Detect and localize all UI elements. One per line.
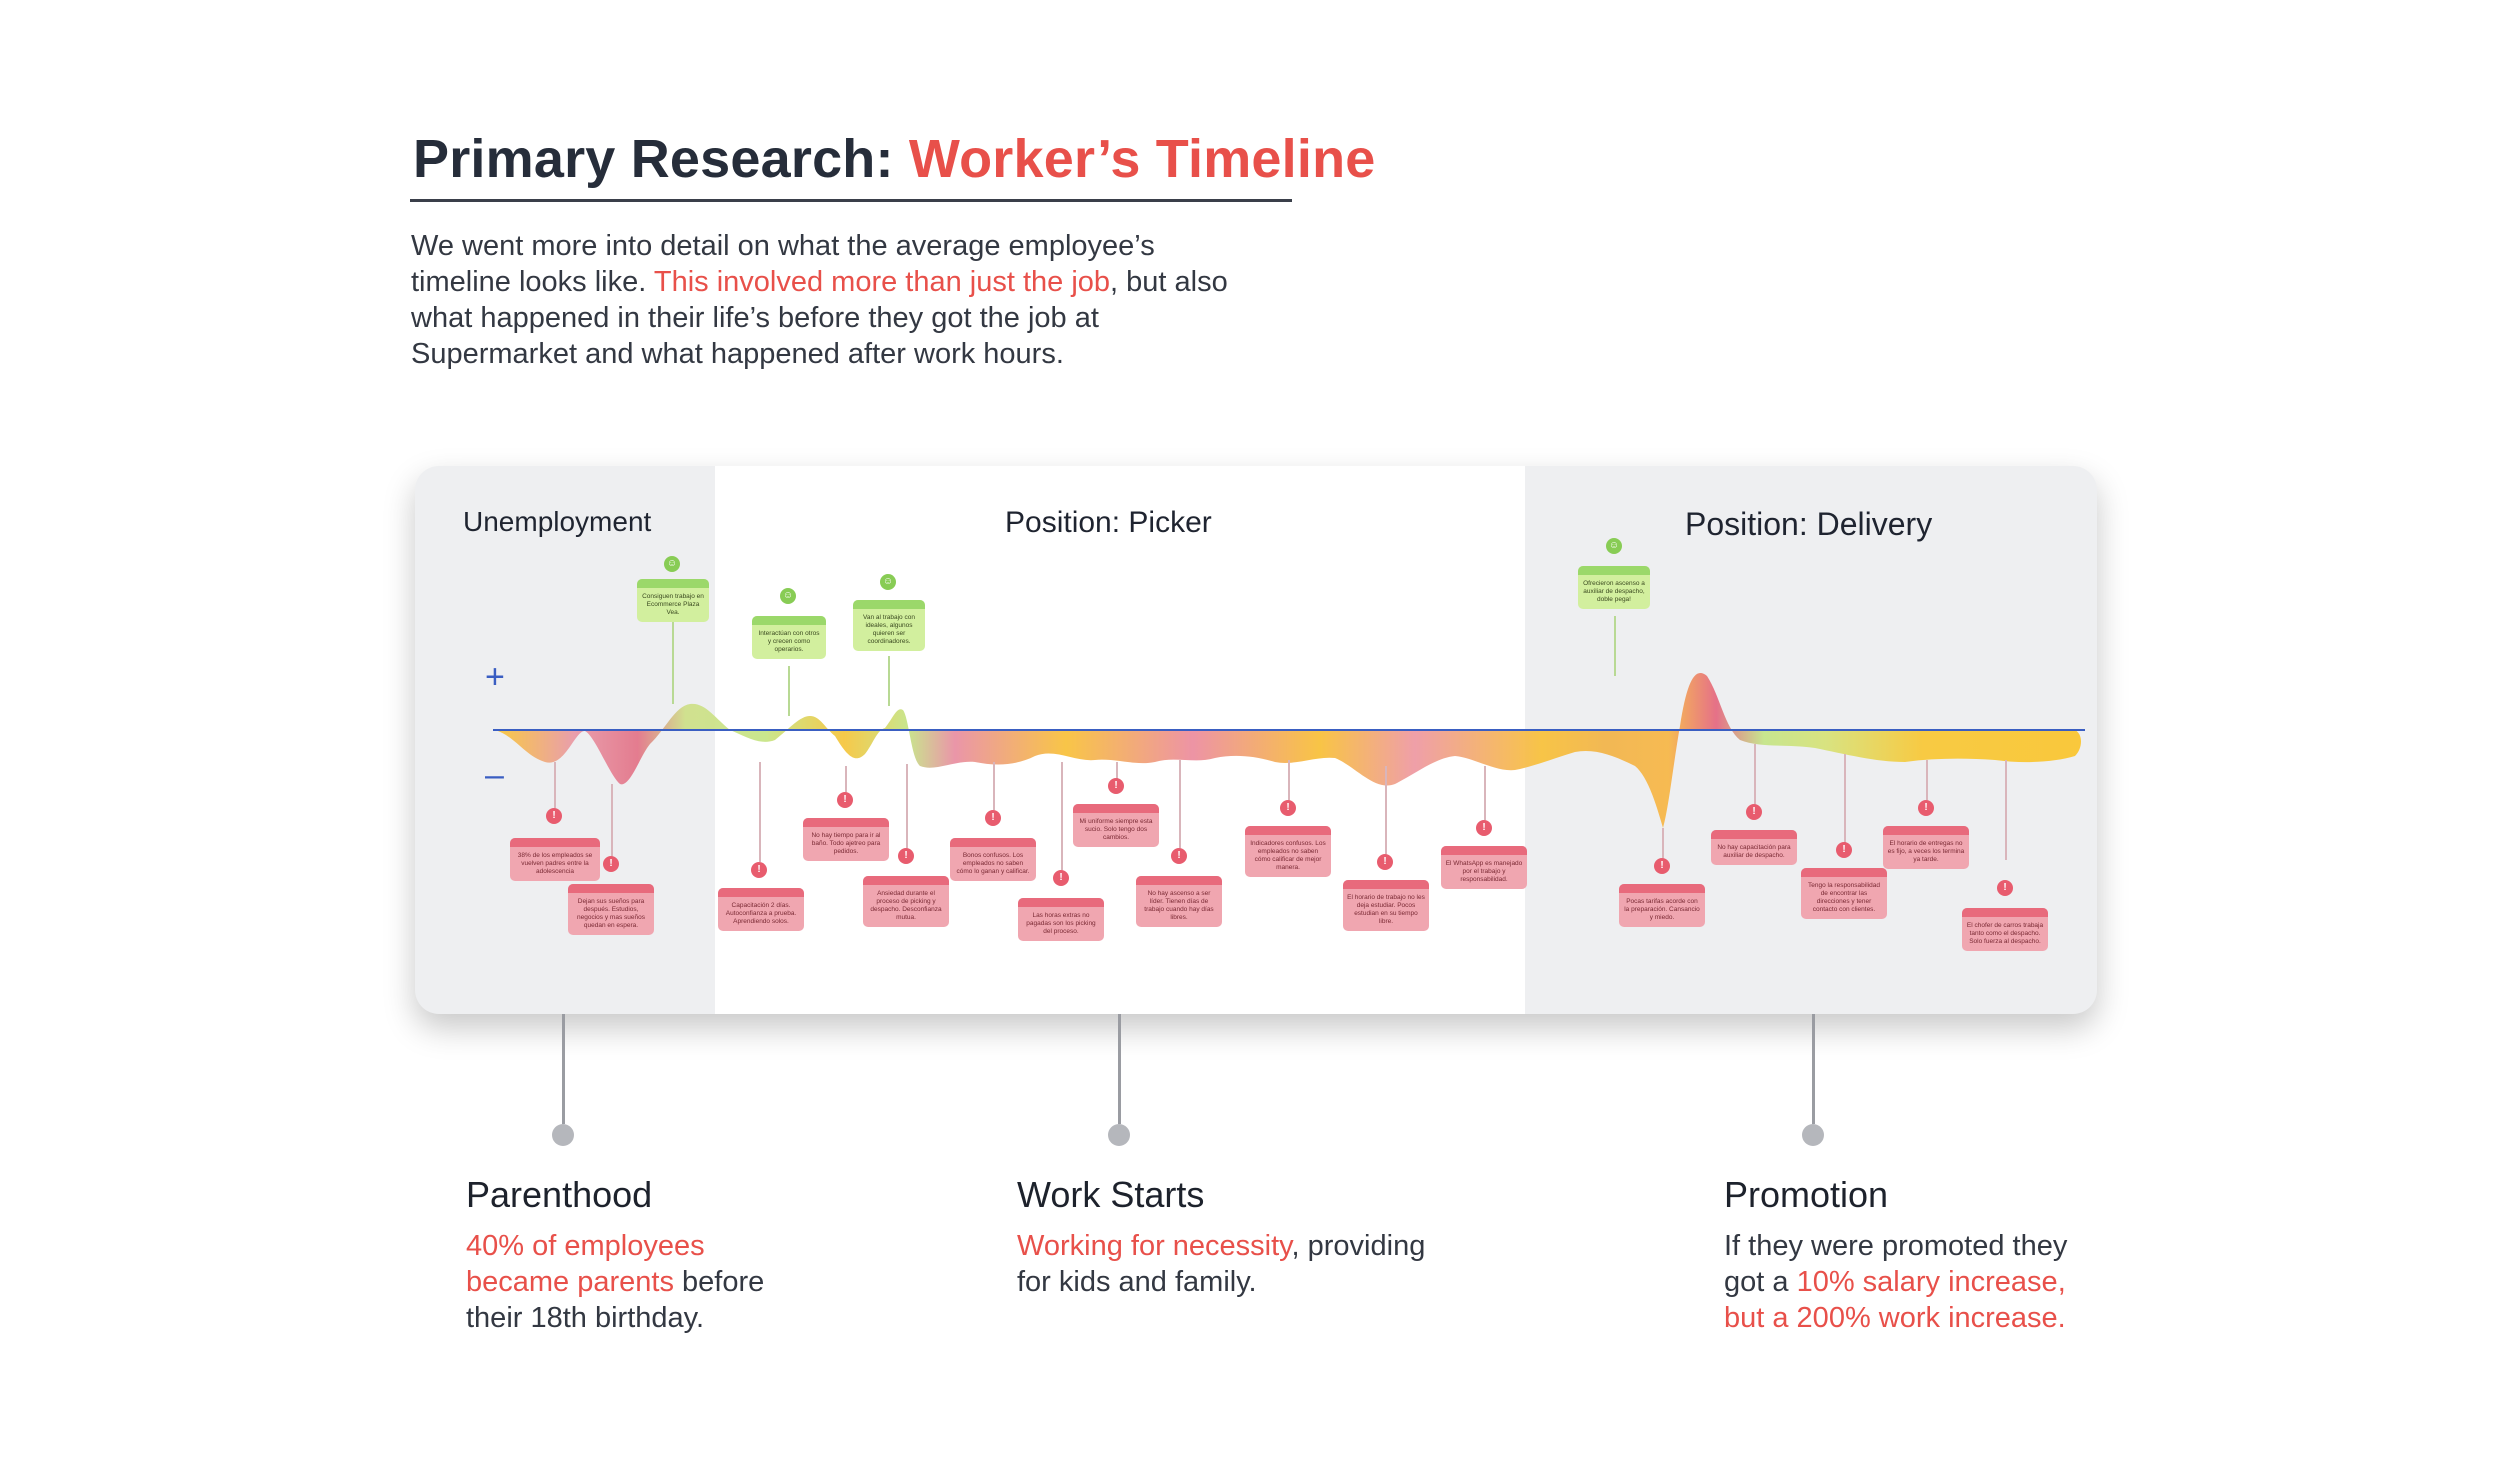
alert-icon: ! xyxy=(1654,858,1670,874)
negative-note: Las horas extras no pagadas son los pick… xyxy=(1018,898,1104,941)
negative-note: El chofer de carros trabaja tanto como e… xyxy=(1962,908,2048,951)
timeline-card: Unemployment Position: Picker Position: … xyxy=(415,466,2097,1014)
pin-dot-work-starts xyxy=(1108,1124,1130,1146)
negative-note: Pocas tarifas acorde con la preparación.… xyxy=(1619,884,1705,927)
note-stem xyxy=(1288,760,1290,800)
negative-sign: – xyxy=(485,756,504,794)
negative-note: Tengo la responsabilidad de encontrar la… xyxy=(1801,868,1887,919)
note-stem xyxy=(993,762,995,810)
note-stem xyxy=(2005,760,2007,860)
alert-icon: ! xyxy=(546,808,562,824)
section-label-delivery: Position: Delivery xyxy=(1685,506,1933,542)
alert-icon: ! xyxy=(1746,804,1762,820)
note-stem xyxy=(1926,760,1928,800)
note-stem xyxy=(1179,760,1181,848)
negative-note: Ansiedad durante el proceso de picking y… xyxy=(863,876,949,927)
emotion-wave-chart xyxy=(493,673,2085,828)
smile-icon: ☺ xyxy=(664,556,680,572)
note-stem xyxy=(845,766,847,792)
note-stem xyxy=(906,764,908,848)
negative-note: Mi uniforme siempre esta sucio. Solo ten… xyxy=(1073,804,1159,847)
milestone-title-parenthood: Parenthood xyxy=(466,1174,653,1215)
note-stem xyxy=(1116,762,1118,780)
note-stem xyxy=(888,656,890,706)
milestone-body-parenthood: 40% of employees became parents before t… xyxy=(466,1230,765,1334)
alert-icon: ! xyxy=(1836,842,1852,858)
negative-note: Bonos confusos. Los empleados no saben c… xyxy=(950,838,1036,881)
smile-icon: ☺ xyxy=(780,588,796,604)
negative-note: No hay tiempo para ir al baño. Todo ajet… xyxy=(803,818,889,861)
alert-icon: ! xyxy=(985,810,1001,826)
alert-icon: ! xyxy=(1918,800,1934,816)
title-prefix: Primary Research: xyxy=(413,129,909,189)
note-stem xyxy=(672,618,674,704)
positive-note: Interactúan con otros y crecen como oper… xyxy=(752,616,826,659)
note-stem xyxy=(1484,766,1486,820)
note-stem xyxy=(1754,744,1756,804)
smile-icon: ☺ xyxy=(880,574,896,590)
alert-icon: ! xyxy=(1997,880,2013,896)
negative-note: El WhatsApp es manejado por el trabajo y… xyxy=(1441,846,1527,889)
negative-note: El horario de entregas no es fijo, a vec… xyxy=(1883,826,1969,869)
alert-icon: ! xyxy=(837,792,853,808)
pin-line-work-starts xyxy=(1118,1014,1121,1124)
note-stem xyxy=(1061,762,1063,870)
note-stem xyxy=(759,762,761,862)
note-stem xyxy=(1662,828,1664,858)
title-accent: Worker’s Timeline xyxy=(908,129,1376,189)
pin-line-promotion xyxy=(1812,1014,1815,1124)
section-label-unemployment: Unemployment xyxy=(463,506,652,537)
alert-icon: ! xyxy=(898,848,914,864)
intro-paragraph: We went more into detail on what the ave… xyxy=(411,228,1231,372)
section-label-picker: Position: Picker xyxy=(1005,506,1212,539)
note-stem xyxy=(788,666,790,716)
intro-highlight: This involved more than just the job xyxy=(653,266,1111,298)
milestone-body-promotion: If they were promoted they got a 10% sal… xyxy=(1724,1230,2068,1334)
positive-sign: + xyxy=(485,658,505,696)
note-stem xyxy=(611,784,613,856)
negative-note: No hay ascenso a ser líder. Tienen días … xyxy=(1136,876,1222,927)
alert-icon: ! xyxy=(603,856,619,872)
page-title: Primary Research: Worker’s Timeline xyxy=(413,128,1375,190)
negative-note: No hay capacitación para auxiliar de des… xyxy=(1711,830,1797,865)
intro-text-b: , but also what happened in their life’s… xyxy=(411,266,1228,370)
negative-note: Dejan sus sueños para después. Estudios,… xyxy=(568,884,654,935)
pin-dot-promotion xyxy=(1802,1124,1824,1146)
positive-note: Van al trabajo con ideales, algunos quie… xyxy=(853,600,925,651)
alert-icon: ! xyxy=(1377,854,1393,870)
milestone-body-work-starts: Working for necessity, providing for kid… xyxy=(1017,1230,1426,1298)
positive-note: Consiguen trabajo en Ecommerce Plaza Vea… xyxy=(637,579,709,622)
pin-dot-parenthood xyxy=(552,1124,574,1146)
positive-note: Ofrecieron ascenso a auxiliar de despach… xyxy=(1578,566,1650,609)
note-stem xyxy=(554,762,556,808)
alert-icon: ! xyxy=(1053,870,1069,886)
alert-icon: ! xyxy=(751,862,767,878)
alert-icon: ! xyxy=(1171,848,1187,864)
note-stem xyxy=(1844,754,1846,852)
smile-icon: ☺ xyxy=(1606,538,1622,554)
alert-icon: ! xyxy=(1280,800,1296,816)
alert-icon: ! xyxy=(1108,778,1124,794)
pin-line-parenthood xyxy=(562,1014,565,1124)
note-stem xyxy=(1385,766,1387,854)
milestone-title-work-starts: Work Starts xyxy=(1017,1174,1205,1215)
negative-note: 38% de los empleados se vuelven padres e… xyxy=(510,838,600,881)
milestone-title-promotion: Promotion xyxy=(1724,1174,1889,1215)
negative-note: Capacitación 2 días. Autoconfianza a pru… xyxy=(718,888,804,931)
emotion-wave xyxy=(495,673,2081,828)
negative-note: Indicadores confusos. Los empleados no s… xyxy=(1245,826,1331,877)
intro-text-a: We went more into detail on what the ave… xyxy=(411,230,1155,298)
title-underline xyxy=(410,199,1292,202)
negative-note: El horario de trabajo no les deja estudi… xyxy=(1343,880,1429,931)
note-stem xyxy=(1614,616,1616,676)
alert-icon: ! xyxy=(1476,820,1492,836)
